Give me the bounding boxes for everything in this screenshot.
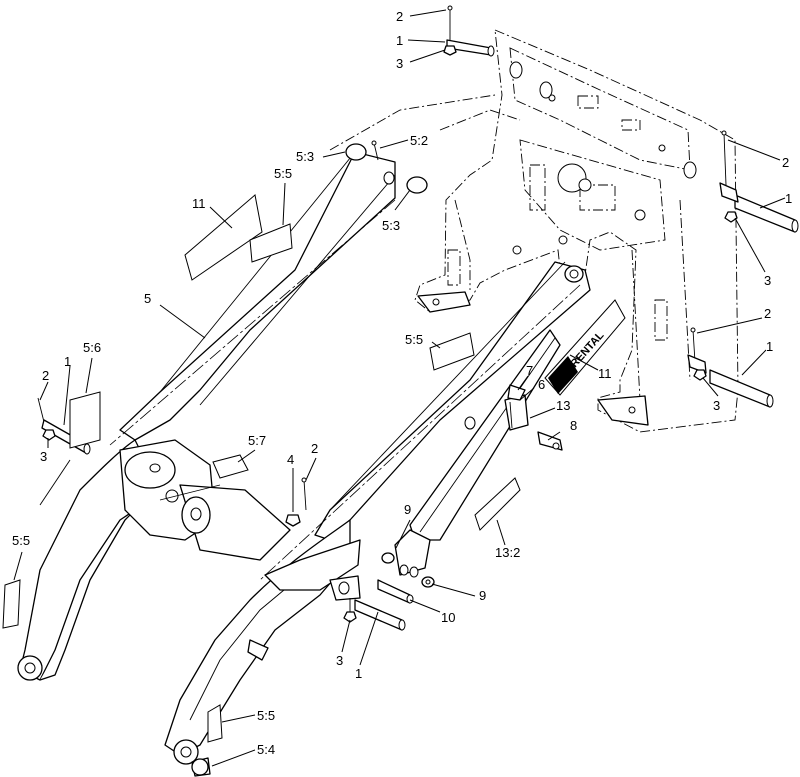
mount-plate bbox=[329, 29, 739, 433]
callout-1-right: 1 bbox=[785, 191, 792, 206]
decal-5-5-left bbox=[2, 579, 21, 629]
callout-11-right: 11 bbox=[598, 366, 612, 381]
decal-5-6 bbox=[69, 391, 101, 449]
callout-5-5-left: 5:5 bbox=[12, 533, 30, 548]
callout-2-right-low: 2 bbox=[764, 306, 771, 321]
callout-13: 13 bbox=[556, 398, 570, 413]
callout-3-left: 3 bbox=[40, 449, 47, 464]
callout-4: 4 bbox=[287, 452, 294, 467]
callout-5-5-top: 5:5 bbox=[274, 166, 292, 181]
decals: RENTAL bbox=[2, 194, 626, 743]
callout-3-top: 3 bbox=[396, 56, 403, 71]
right-lift-arm bbox=[164, 261, 591, 765]
callout-8: 8 bbox=[570, 418, 577, 433]
callout-6: 6 bbox=[538, 377, 545, 392]
decal-11-left bbox=[184, 194, 263, 281]
callout-5-4: 5:4 bbox=[257, 742, 275, 757]
callout-3-right-low: 3 bbox=[713, 398, 720, 413]
top-pin-assembly bbox=[443, 5, 553, 99]
callout-5-2: 5:2 bbox=[410, 133, 428, 148]
decal-5-5-mid bbox=[429, 332, 475, 371]
callout-7: 7 bbox=[526, 363, 533, 378]
callout-5: 5 bbox=[144, 291, 151, 306]
right-pin-assembly-lower bbox=[687, 327, 774, 408]
callout-5-3-b: 5:3 bbox=[382, 218, 400, 233]
callout-1-top: 1 bbox=[396, 33, 403, 48]
callout-10: 10 bbox=[441, 610, 455, 625]
callout-5-7: 5:7 bbox=[248, 433, 266, 448]
callout-13-2: 13:2 bbox=[495, 545, 520, 560]
callout-11-left: 11 bbox=[192, 196, 206, 211]
leader-lines bbox=[13, 9, 786, 767]
left-lift-arm bbox=[17, 140, 428, 681]
callout-5-3-a: 5:3 bbox=[296, 149, 314, 164]
callout-5-5-bottom: 5:5 bbox=[257, 708, 275, 723]
decal-5-5-top bbox=[249, 223, 293, 263]
bottom-pin-assembly bbox=[285, 477, 435, 631]
callout-5-6: 5:6 bbox=[83, 340, 101, 355]
decal-5-5-bottom bbox=[207, 704, 223, 743]
callout-1-left: 1 bbox=[64, 354, 71, 369]
bracket-assembly bbox=[504, 384, 563, 451]
callout-2-top: 2 bbox=[396, 9, 403, 24]
callout-2-right: 2 bbox=[782, 155, 789, 170]
callout-2-mid: 2 bbox=[311, 441, 318, 456]
callout-1-bottom: 1 bbox=[355, 666, 362, 681]
callout-9-a: 9 bbox=[404, 502, 411, 517]
right-pin-assembly-upper bbox=[683, 130, 799, 233]
callout-2-left: 2 bbox=[42, 368, 49, 383]
callout-3-bottom: 3 bbox=[336, 653, 343, 668]
callout-3-right: 3 bbox=[764, 273, 771, 288]
callout-9-b: 9 bbox=[479, 588, 486, 603]
callout-labels: 2 1 3 5:2 5:3 5:3 5:5 11 5 2 1 3 2 1 3 5… bbox=[12, 9, 792, 757]
callout-1-right-low: 1 bbox=[766, 339, 773, 354]
bushing-5-4 bbox=[191, 757, 211, 777]
callout-5-5-mid: 5:5 bbox=[405, 332, 423, 347]
decal-13-2 bbox=[474, 477, 521, 531]
